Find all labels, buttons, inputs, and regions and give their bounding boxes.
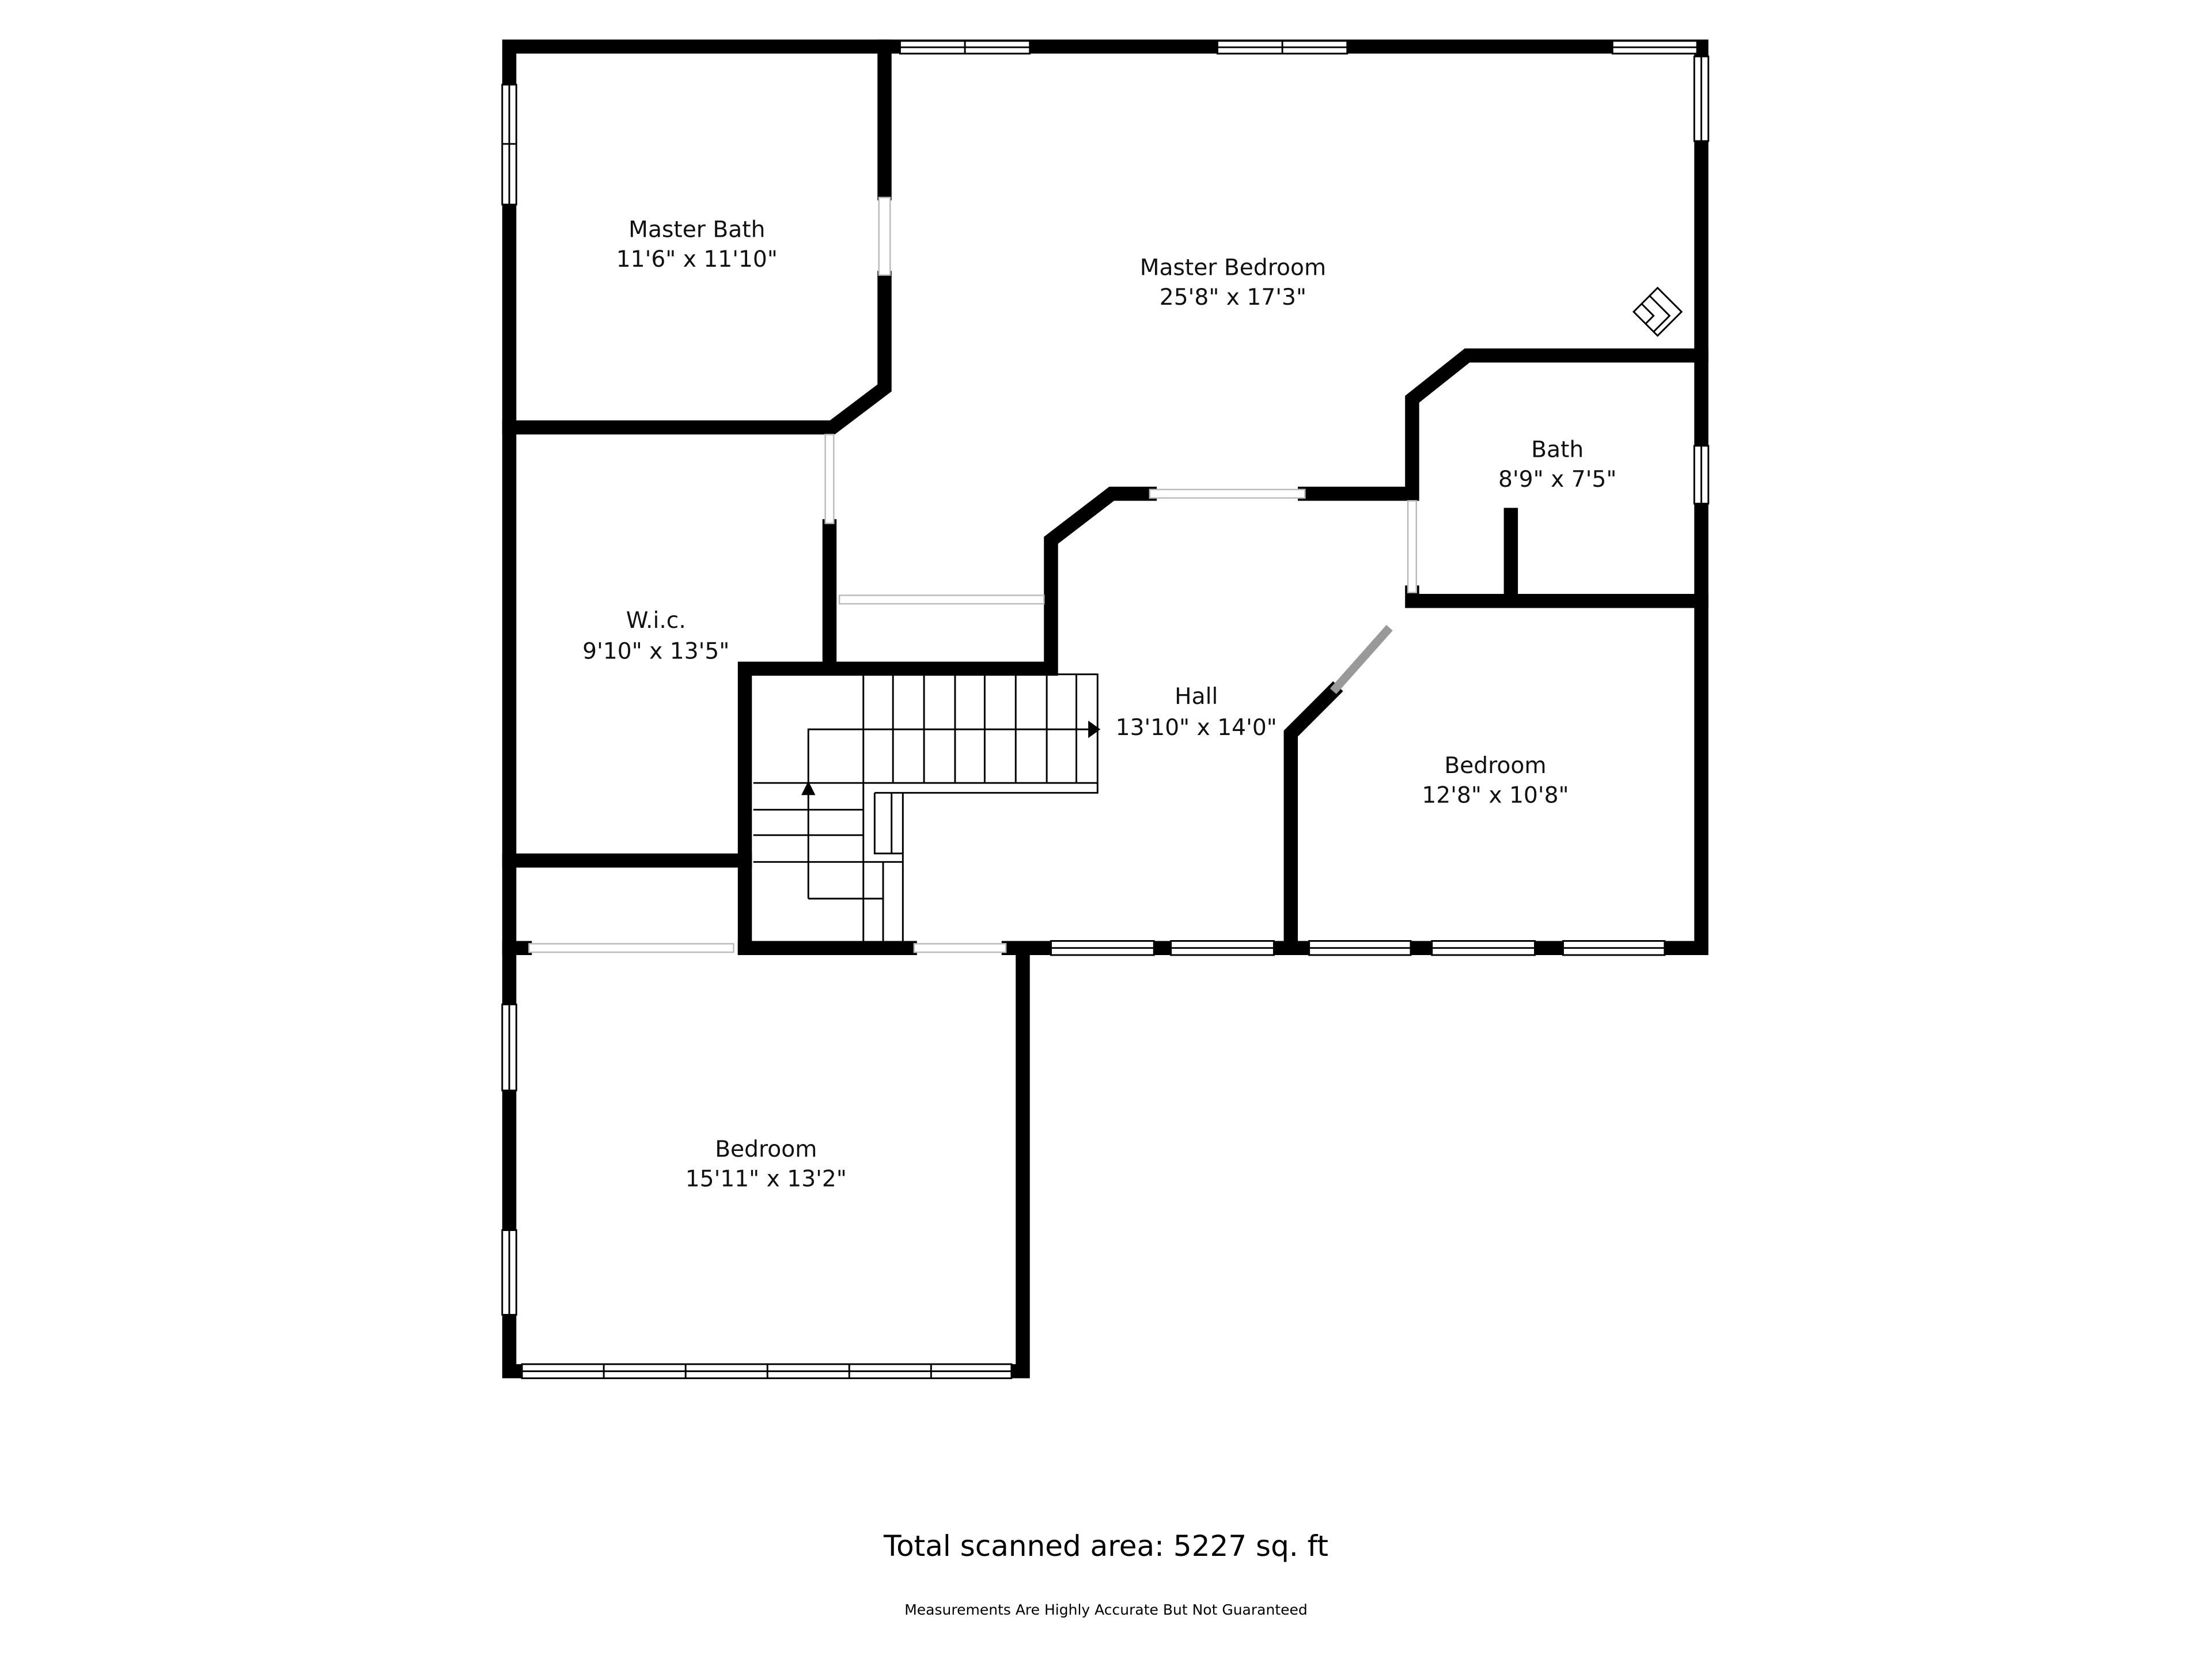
walls bbox=[502, 39, 1709, 1378]
room-name: Master Bedroom bbox=[1140, 255, 1326, 281]
room-size: 8'9" x 7'5" bbox=[1498, 467, 1616, 493]
total-area: Total scanned area: 5227 sq. ft bbox=[884, 1529, 1328, 1563]
room-size: 9'10" x 13'5" bbox=[582, 639, 729, 665]
room-name: Hall bbox=[1175, 684, 1218, 710]
disclaimer: Measurements Are Highly Accurate But Not… bbox=[904, 1601, 1308, 1618]
room-size: 15'11" x 13'2" bbox=[685, 1166, 847, 1192]
doors bbox=[528, 196, 1417, 953]
room-size: 11'6" x 11'10" bbox=[616, 247, 778, 272]
stairs-icon bbox=[753, 673, 1101, 941]
room-name: W.i.c. bbox=[626, 608, 686, 634]
room-labels: Master Bath 11'6" x 11'10" Master Bedroo… bbox=[582, 217, 1616, 1192]
room-size: 25'8" x 17'3" bbox=[1160, 285, 1306, 310]
room-size: 12'8" x 10'8" bbox=[1422, 782, 1569, 808]
room-size: 13'10" x 14'0" bbox=[1116, 715, 1277, 741]
room-name: Master Bath bbox=[628, 217, 765, 243]
fireplace-icon bbox=[1632, 286, 1683, 337]
room-name: Bedroom bbox=[715, 1137, 817, 1162]
windows bbox=[501, 40, 1710, 1380]
room-name: Bath bbox=[1531, 437, 1584, 463]
room-name: Bedroom bbox=[1444, 753, 1546, 779]
